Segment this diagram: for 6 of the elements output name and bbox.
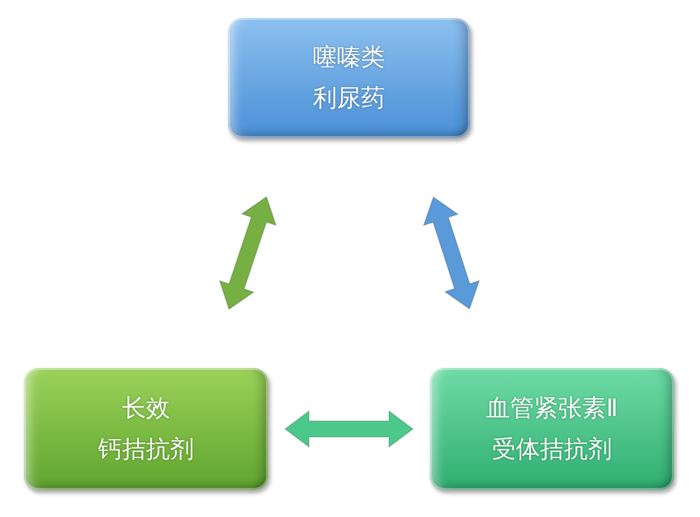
process-box: 长效钙拮抗剂 [24, 368, 268, 490]
double-arrow [284, 410, 414, 448]
process-box: 血管紧张素Ⅱ受体拮抗剂 [430, 368, 674, 490]
process-box: 噻嗪类利尿药 [228, 18, 470, 138]
double-arrow [422, 196, 480, 310]
double-arrow [218, 196, 277, 310]
